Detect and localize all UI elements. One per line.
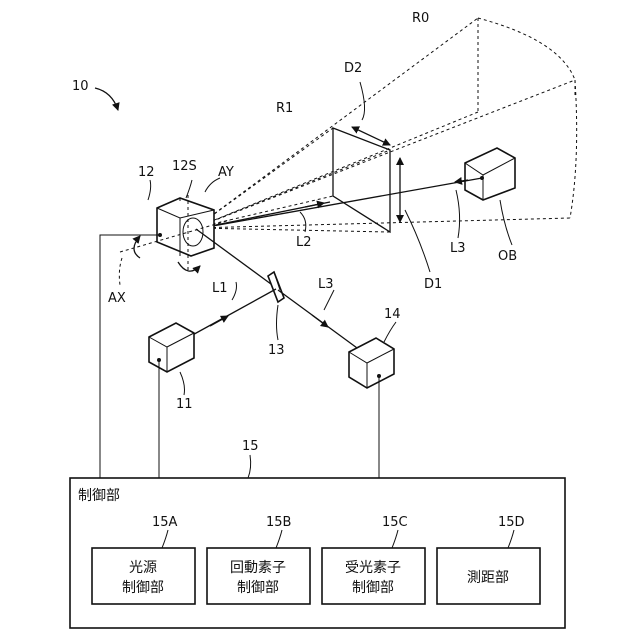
module-15a-line2: 制御部 bbox=[122, 580, 164, 596]
label-d2: D2 bbox=[344, 61, 362, 76]
module-15a-line1: 光源 bbox=[129, 560, 157, 576]
beam-l3-return bbox=[196, 178, 482, 229]
label-r1: R1 bbox=[276, 101, 293, 116]
label-l1: L1 bbox=[212, 281, 228, 296]
object-ob bbox=[465, 148, 515, 245]
label-l3-mid: L3 bbox=[318, 277, 334, 292]
rotating-element-12 bbox=[120, 178, 230, 270]
l2-leader bbox=[300, 212, 306, 232]
module-15c-line1: 受光素子 bbox=[345, 560, 401, 576]
scan-region-r1 bbox=[195, 128, 390, 232]
module-15b-line1: 回動素子 bbox=[230, 560, 286, 576]
label-12: 12 bbox=[138, 165, 155, 180]
module-15d-id: 15D bbox=[498, 515, 525, 530]
label-l3-right: L3 bbox=[450, 241, 466, 256]
beam-l3-mid-arrow bbox=[312, 315, 328, 327]
l1-leader bbox=[232, 282, 237, 300]
module-15b-line2: 制御部 bbox=[237, 580, 279, 596]
scan-region-r0 bbox=[195, 18, 577, 228]
label-system-10: 10 bbox=[72, 79, 89, 94]
label-14: 14 bbox=[384, 307, 401, 322]
module-15a-id: 15A bbox=[152, 515, 178, 530]
d1-arrow bbox=[400, 158, 430, 272]
label-r0: R0 bbox=[412, 11, 429, 26]
label-13: 13 bbox=[268, 343, 285, 358]
module-15c-id: 15C bbox=[382, 515, 408, 530]
receiver-14 bbox=[349, 322, 396, 388]
label-ob: OB bbox=[498, 249, 517, 264]
beam-splitter-13 bbox=[268, 272, 284, 340]
module-15b-id: 15B bbox=[266, 515, 291, 530]
label-ax: AX bbox=[108, 291, 126, 306]
module-15c-line2: 制御部 bbox=[352, 580, 394, 596]
beam-mirror-to-13 bbox=[196, 229, 275, 287]
label-15: 15 bbox=[242, 439, 259, 454]
label-ay: AY bbox=[218, 165, 234, 180]
label-l2: L2 bbox=[296, 235, 312, 250]
l3-leader bbox=[456, 190, 460, 238]
rotation-ay-arrow bbox=[178, 262, 200, 271]
rotation-ax-arrow bbox=[119, 236, 140, 285]
l3-mid-leader bbox=[324, 290, 334, 310]
d2-arrow bbox=[352, 82, 390, 145]
control-unit-title: 制御部 bbox=[78, 488, 120, 504]
light-source-11 bbox=[149, 323, 194, 395]
label-11: 11 bbox=[176, 397, 193, 412]
label-d1: D1 bbox=[424, 277, 442, 292]
connection-lines bbox=[100, 235, 379, 478]
label-12s: 12S bbox=[172, 159, 197, 174]
module-15d-line1: 測距部 bbox=[467, 570, 509, 586]
beam-l1-arrow bbox=[210, 316, 228, 326]
system-pointer-arrow bbox=[95, 88, 118, 110]
